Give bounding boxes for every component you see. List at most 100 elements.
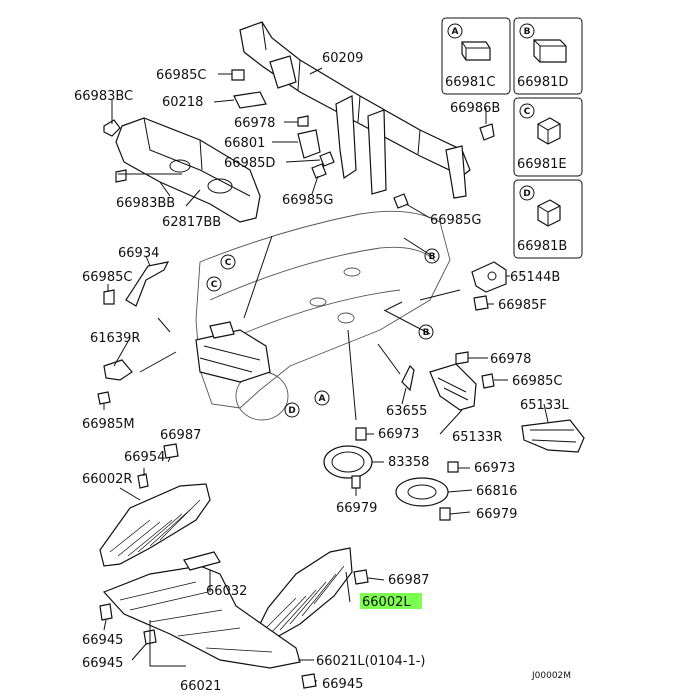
leader-lines — [103, 67, 549, 682]
clip-66987-top — [163, 443, 179, 459]
label-66954: 66954 — [124, 450, 165, 465]
label-66816: 66816 — [476, 484, 517, 499]
bracket-65144b — [471, 261, 507, 293]
svg-text:B: B — [423, 328, 430, 338]
label-65133l: 65133L — [520, 398, 569, 413]
label-60209: 60209 — [322, 51, 363, 66]
cover-66002r — [99, 483, 211, 567]
diagram-code: J00002M — [531, 671, 571, 681]
label-66002r: 66002R — [82, 472, 132, 487]
cover-66002l — [251, 547, 353, 643]
label-66985f: 66985F — [498, 298, 547, 313]
clip-66985c-right — [481, 373, 495, 389]
clip-66986b — [479, 123, 495, 141]
clip-66985g-a — [311, 163, 327, 179]
legend-letter-b: B — [524, 27, 531, 37]
svg-text:C: C — [211, 280, 218, 290]
label-66021l: 66021L(0104-1-) — [316, 654, 425, 669]
ref-circle-b2: B — [418, 324, 434, 340]
legend-part-c: 66981E — [517, 157, 567, 172]
label-66985g-b: 66985G — [430, 213, 481, 228]
label-66945-b: 66945 — [82, 656, 123, 671]
label-66985c-left: 66985C — [82, 270, 132, 285]
legend-part-b: 66981D — [517, 75, 568, 90]
label-66985m: 66985M — [82, 417, 135, 432]
svg-text:C: C — [225, 258, 232, 268]
part-labels: 66985C 66983BC 60218 60209 66978 66801 6… — [74, 51, 571, 694]
svg-text:B: B — [429, 252, 436, 262]
label-65133r: 65133R — [452, 430, 502, 445]
label-66979-a: 66979 — [336, 501, 377, 516]
label-66978-top: 66978 — [234, 116, 275, 131]
clip-66978-mid — [455, 351, 469, 365]
label-66987-bot: 66987 — [388, 573, 429, 588]
clip-66979-b — [439, 507, 451, 521]
label-63655: 63655 — [386, 404, 427, 419]
bracket-66801 — [297, 129, 321, 159]
legend-box-c: C 66981E — [513, 97, 583, 177]
clip-66973-b — [447, 461, 459, 473]
dash-bracket-assembly — [115, 117, 261, 223]
clip-66985f — [473, 295, 489, 311]
panel-65133l — [521, 419, 585, 453]
steering-support-beam — [239, 21, 471, 199]
ref-circle-b1: B — [424, 248, 440, 264]
ref-circle-a1: A — [314, 390, 330, 406]
clip-66987-bot — [353, 569, 369, 585]
part-63655 — [401, 364, 415, 392]
label-66983bc: 66983BC — [74, 89, 133, 104]
label-66985d: 66985D — [224, 156, 275, 171]
label-83358: 83358 — [388, 455, 429, 470]
part-61639r — [103, 359, 133, 381]
floor-crossmember-parts — [195, 321, 271, 383]
label-66032: 66032 — [206, 584, 247, 599]
highlight-66002l — [360, 593, 422, 609]
clip-66978-top — [297, 115, 309, 127]
legend-letter-d: D — [523, 189, 530, 199]
ref-circle-c2: C — [220, 254, 236, 270]
label-66985c-top: 66985C — [156, 68, 206, 83]
label-66979-b: 66979 — [476, 507, 517, 522]
clip-66985c-left — [103, 289, 115, 305]
clip-66973-a — [355, 427, 367, 441]
grommet-66816 — [395, 477, 449, 507]
label-66002l: 66002L — [362, 595, 411, 610]
svg-text:D: D — [288, 406, 295, 416]
legend-box-b: B 66981D — [513, 17, 583, 95]
cover-66021 — [102, 551, 301, 669]
legend-letter-c: C — [524, 107, 531, 117]
legend-box-d: D 66981B — [513, 179, 583, 259]
label-66934: 66934 — [118, 246, 159, 261]
label-66973-b: 66973 — [474, 461, 515, 476]
label-65144b: 65144B — [510, 270, 560, 285]
label-66945-c: 66945 — [322, 677, 363, 692]
clip-66954 — [137, 473, 149, 489]
clip-66945-c — [301, 673, 317, 689]
legend-part-a: 66981C — [445, 75, 495, 90]
label-66987-top: 66987 — [160, 428, 201, 443]
label-66945-a: 66945 — [82, 633, 123, 648]
clip-66985g-b — [393, 193, 409, 209]
label-66021: 66021 — [180, 679, 221, 694]
label-66983bb: 66983BB — [116, 196, 175, 211]
legend-box-a: A 66981C — [441, 17, 511, 95]
clip-66983bb — [115, 169, 127, 183]
label-61639r: 61639R — [90, 331, 140, 346]
clip-66945-a — [99, 603, 113, 621]
svg-text:A: A — [319, 394, 326, 404]
label-66801: 66801 — [224, 136, 265, 151]
label-66985g-a: 66985G — [282, 193, 333, 208]
label-66973-a: 66973 — [378, 427, 419, 442]
clip-66985d — [319, 151, 335, 167]
clip-66979-a — [351, 475, 361, 489]
label-66985c-right: 66985C — [512, 374, 562, 389]
panel-65133r — [429, 363, 477, 411]
legend-part-d: 66981B — [517, 239, 567, 254]
label-62817bb: 62817BB — [162, 215, 221, 230]
clip-66985m — [97, 391, 111, 405]
part-66934 — [125, 261, 170, 307]
ref-circle-c1: C — [206, 276, 222, 292]
label-66986b: 66986B — [450, 101, 500, 116]
label-60218: 60218 — [162, 95, 203, 110]
direction-arrows — [139, 235, 461, 421]
